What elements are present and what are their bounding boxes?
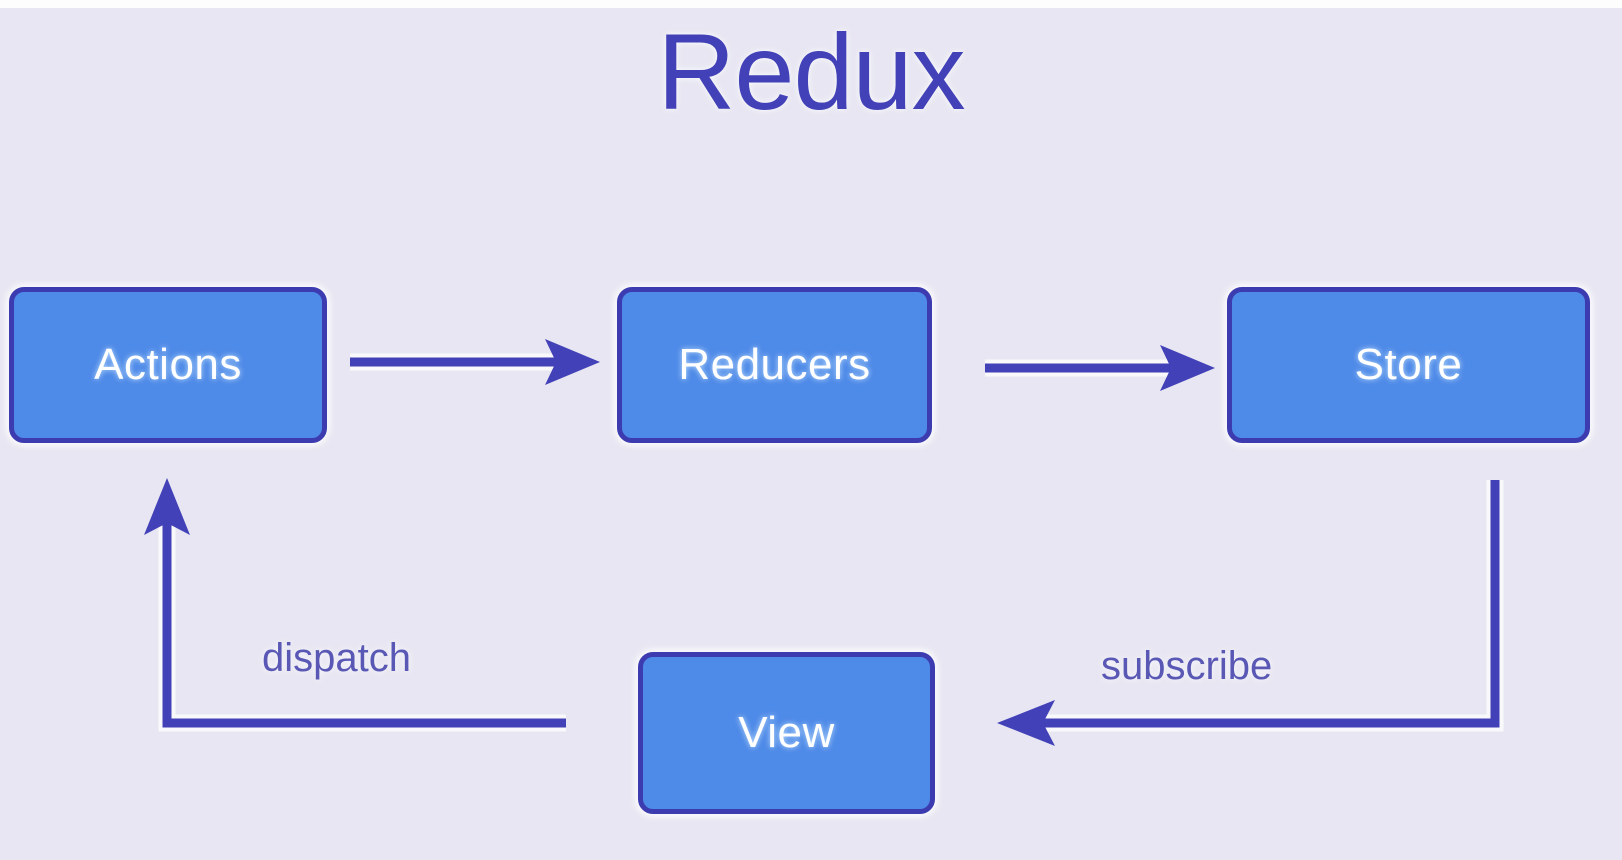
arrow-actions-to-reducers [350,339,600,385]
node-store-label: Store [1354,340,1463,389]
node-store[interactable]: Store [1227,287,1590,443]
node-actions[interactable]: Actions [9,287,327,443]
diagram-title: Redux [657,11,965,132]
node-reducers[interactable]: Reducers [617,287,932,443]
node-actions-label: Actions [94,340,242,389]
node-view[interactable]: View [638,652,935,814]
edge-label-dispatch: dispatch [262,636,411,680]
edge-label-subscribe: subscribe [1101,644,1273,688]
node-view-label: View [738,708,835,757]
arrow-reducers-to-store [985,345,1215,391]
top-white-band [0,0,1622,8]
arrow-view-to-actions-dispatch [144,478,566,732]
node-reducers-label: Reducers [678,340,871,389]
arrow-store-to-view-subscribe [997,480,1504,746]
